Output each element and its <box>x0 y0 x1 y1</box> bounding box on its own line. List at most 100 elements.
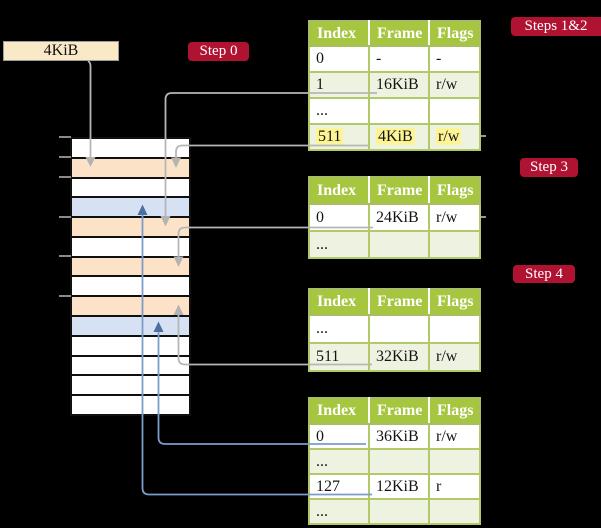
table-cell: 511 <box>308 123 370 151</box>
memory-row-white <box>72 178 189 199</box>
table-cell: ... <box>308 97 370 125</box>
table-header-row: Index Frame Flags <box>309 21 480 47</box>
table-cell: - <box>368 45 430 73</box>
memory-boundary-tick <box>59 136 71 138</box>
memory-row-orange <box>72 297 189 318</box>
memory-boundary-tick <box>59 255 71 257</box>
col-header-flags: Flags <box>429 289 480 316</box>
table-cell: r/w <box>428 423 481 450</box>
table-header-row: Index Frame Flags <box>309 289 480 316</box>
col-header-index: Index <box>309 289 370 316</box>
table-cell <box>428 448 481 475</box>
table-cell: 1 <box>308 71 370 99</box>
table-cell: ... <box>308 448 370 475</box>
memory-row-white <box>72 237 189 258</box>
col-header-index: Index <box>309 21 370 47</box>
table-header-row: Index Frame Flags <box>309 398 480 425</box>
memory-boundary-tick <box>59 295 71 297</box>
col-header-frame: Frame <box>369 177 430 205</box>
badge-step-0: Step 0 <box>188 42 249 61</box>
col-header-flags: Flags <box>429 21 480 47</box>
memory-column <box>70 137 191 416</box>
memory-boundary-tick <box>59 176 71 178</box>
table-cell: 24KiB <box>368 203 430 232</box>
row-stub-dash <box>479 216 486 218</box>
table-cell: r/w <box>428 71 481 99</box>
table-cell: ... <box>308 314 370 344</box>
memory-row-orange <box>72 218 189 238</box>
table-row: ... <box>308 498 481 525</box>
table-cell: 12KiB <box>368 473 430 500</box>
page-size-box: 4KiB <box>3 41 119 61</box>
table-row: 0-- <box>308 45 481 73</box>
table-cell <box>368 97 430 125</box>
memory-row-white <box>72 356 189 377</box>
badge-step-3: Step 3 <box>520 158 578 177</box>
col-header-flags: Flags <box>429 177 480 205</box>
table-cell <box>428 97 481 125</box>
table-cell <box>428 498 481 525</box>
table-cell <box>368 498 430 525</box>
badge-step-4: Step 4 <box>513 265 575 283</box>
table-cell: ... <box>308 230 370 259</box>
table-cell: ... <box>308 498 370 525</box>
memory-row-orange <box>72 257 189 278</box>
table-cell: 36KiB <box>368 423 430 450</box>
memory-row-white <box>72 396 189 414</box>
table-cell: 16KiB <box>368 71 430 99</box>
table-row: ... <box>308 230 481 259</box>
badge-step-3-label: Step 3 <box>530 159 568 175</box>
memory-row-white <box>72 336 189 357</box>
table-cell: r/w <box>428 342 481 372</box>
table-cell: 127 <box>308 473 370 500</box>
table-row: ... <box>308 97 481 125</box>
table-cell: r <box>428 473 481 500</box>
table-cell: 0 <box>308 203 370 232</box>
table-header-row: Index Frame Flags <box>309 177 480 205</box>
table-row: ... <box>308 448 481 475</box>
table-row: 511 4KiB r/w <box>308 123 481 151</box>
col-header-frame: Frame <box>369 21 430 47</box>
table-cell: 0 <box>308 423 370 450</box>
badge-steps-1-2-label: Steps 1&2 <box>524 18 588 34</box>
memory-row-white <box>72 376 189 397</box>
table-cell: 32KiB <box>368 342 430 372</box>
memory-row-blue <box>72 317 189 337</box>
badge-steps-1-2: Steps 1&2 <box>511 17 601 36</box>
col-header-flags: Flags <box>429 398 480 425</box>
col-header-index: Index <box>309 398 370 425</box>
table-cell <box>428 230 481 259</box>
col-header-frame: Frame <box>369 398 430 425</box>
highlighted-value: 511 <box>316 128 344 145</box>
highlighted-value: 4KiB <box>376 128 415 145</box>
highlighted-value: r/w <box>436 128 462 145</box>
table-cell <box>428 314 481 344</box>
memory-row-white <box>72 277 189 298</box>
table-cell: 0 <box>308 45 370 73</box>
table-cell <box>368 314 430 344</box>
table-cell: r/w <box>428 123 481 151</box>
table-cell: - <box>428 45 481 73</box>
memory-row-orange <box>72 158 189 179</box>
table-cell: 511 <box>308 342 370 372</box>
badge-step-0-label: Step 0 <box>199 43 238 59</box>
table-row: ... <box>308 314 481 344</box>
memory-row-white <box>72 139 189 159</box>
table-cell <box>368 230 430 259</box>
row-stub-dash <box>479 135 486 137</box>
table-cell: 4KiB <box>368 123 430 151</box>
badge-step-4-label: Step 4 <box>525 265 563 282</box>
memory-boundary-tick <box>59 216 71 218</box>
col-header-index: Index <box>309 177 370 205</box>
page-size-label: 4KiB <box>43 42 79 59</box>
